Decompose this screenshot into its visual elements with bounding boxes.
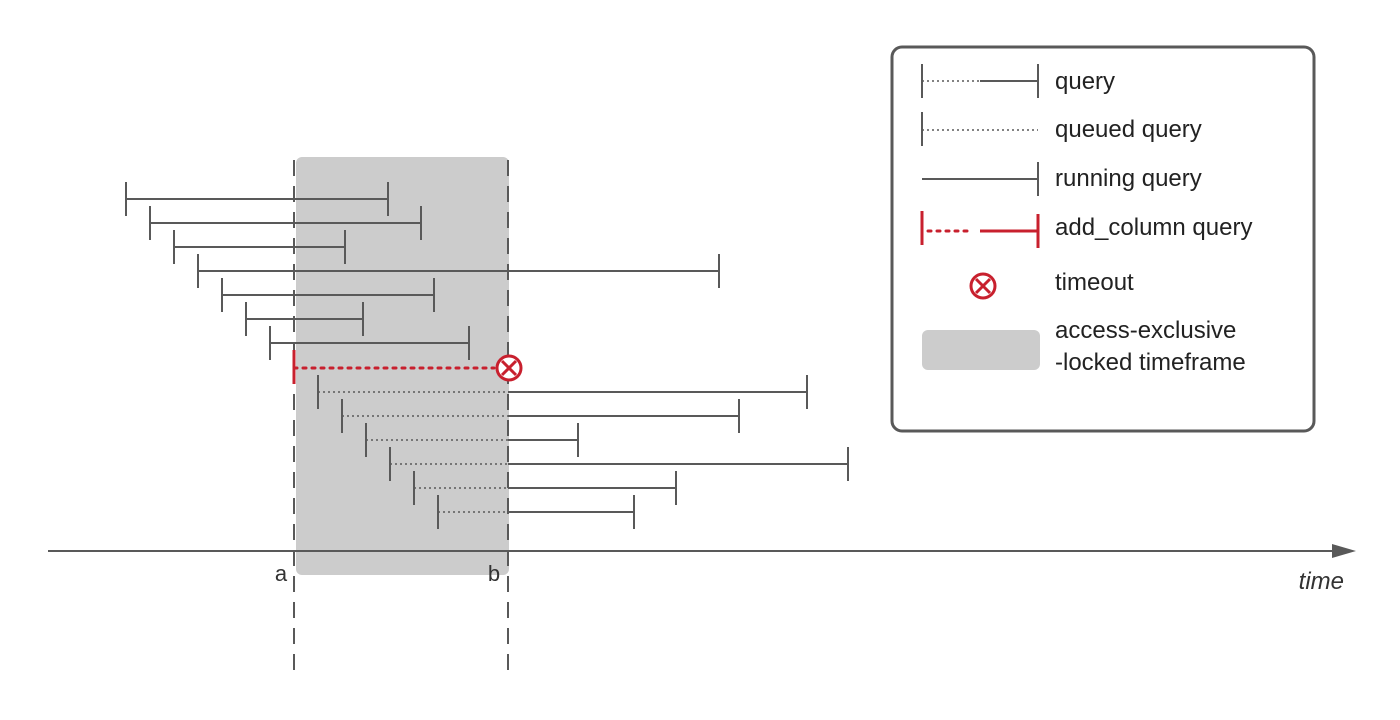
legend: query queued query running query add_col… [890,45,1316,433]
locked-timeframe-region [296,157,509,575]
running-query [245,302,364,336]
legend-queued-symbol [921,112,1038,146]
legend-locked-swatch [922,330,1040,370]
running-query [269,326,470,360]
running-query [221,278,435,312]
legend-running-symbol [922,162,1039,196]
running-query [197,254,720,288]
time-axis-arrowhead [1332,544,1356,558]
running-query [173,230,346,264]
queued-query [341,399,740,433]
queued-queries [317,375,849,529]
running-query [125,182,389,216]
running-queries [125,182,720,360]
legend-add-column-label: add_column query [1055,214,1252,241]
marker-b-label: b [488,561,500,586]
queued-query [437,495,635,529]
legend-add-column-symbol [920,211,1040,248]
queued-query [365,423,579,457]
legend-locked-label-line2: -locked timeframe [1055,349,1246,376]
queued-query [317,375,808,409]
legend-query-label: query [1055,68,1115,95]
legend-timeout-icon [969,272,997,300]
time-axis-label: time [1299,568,1344,595]
timeout-icon [495,354,523,382]
add-column-query [292,350,496,384]
legend-running-label: running query [1055,165,1202,192]
legend-locked-label-line1: access-exclusive [1055,317,1236,344]
queued-query [413,471,677,505]
legend-queued-label: queued query [1055,116,1202,143]
legend-timeout-label: timeout [1055,269,1134,296]
queued-query [389,447,849,481]
running-query [149,206,422,240]
marker-a-label: a [275,561,288,586]
legend-query-symbol [921,64,1039,98]
